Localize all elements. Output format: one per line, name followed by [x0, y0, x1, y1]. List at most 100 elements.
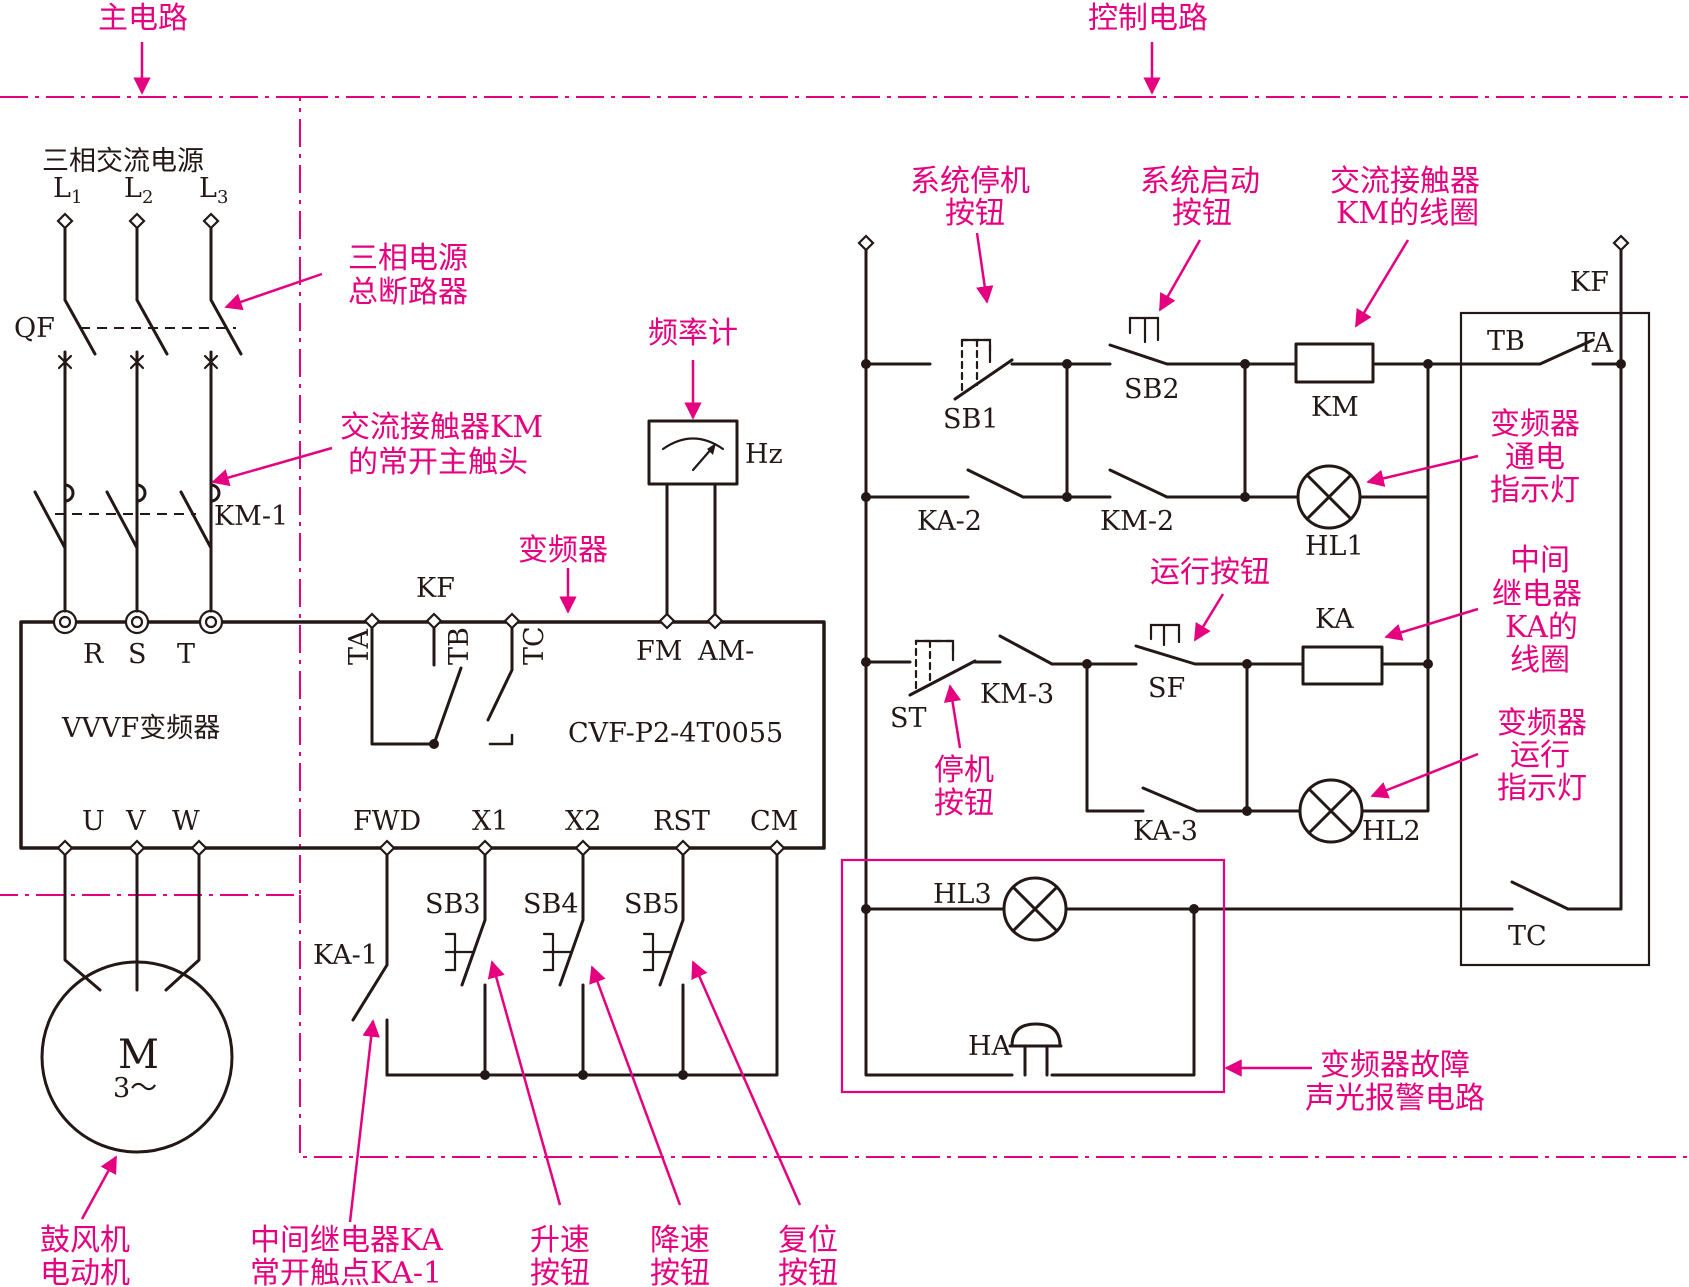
svg-text:W: W	[172, 806, 200, 837]
svg-text:AM-: AM-	[697, 636, 754, 667]
km-label: KM	[1311, 392, 1359, 423]
inverter-model: CVF-P2-4T0055	[568, 718, 783, 749]
tc-label: TC	[1508, 921, 1547, 952]
hl3-label: HL3	[933, 879, 992, 910]
ka1-label: KA-1	[313, 940, 378, 971]
note-motor-line1: 鼓风机	[40, 1223, 130, 1258]
note-run-lamp-line3: 指示灯	[1497, 771, 1587, 806]
note-run-lamp-line2: 运行	[1510, 738, 1570, 773]
sb5-label: SB5	[624, 889, 680, 920]
note-alarm-line2: 声光报警电路	[1305, 1081, 1485, 1116]
svg-text:CM: CM	[750, 806, 798, 837]
frequency-meter: Hz 频率计	[647, 316, 783, 616]
note-stop-button-line1: 停机	[934, 753, 994, 788]
note-motor-line2: 电动机	[40, 1256, 130, 1287]
control-kf-label: KF	[1570, 267, 1609, 298]
note-run-lamp-line1: 变频器	[1497, 706, 1587, 741]
tb-label: TB	[1487, 326, 1525, 357]
km3-label: KM-3	[980, 679, 1054, 710]
note-down-line1: 降速	[650, 1223, 710, 1258]
svg-text:FM: FM	[636, 636, 682, 667]
hl2-label: HL2	[1362, 816, 1421, 847]
svg-text:TB: TB	[444, 627, 475, 665]
inverter-relay-kf: KF TA TB TC	[344, 573, 550, 749]
ka3-label: KA-3	[1133, 816, 1198, 847]
note-alarm-line1: 变频器故障	[1320, 1048, 1470, 1083]
power-supply: 三相交流电源 L 1 L 2 L 3 QF	[14, 146, 543, 555]
inverter: R S T VVVF变频器 CVF-P2-4T0055 KF TA TB TC …	[19, 533, 826, 857]
note-start-system-line2: 按钮	[1172, 196, 1232, 231]
ha-label: HA	[968, 1031, 1012, 1062]
svg-text:U: U	[82, 806, 105, 837]
note-power-lamp-line1: 变频器	[1490, 407, 1580, 442]
note-contactor-line2: 的常开主触头	[348, 445, 528, 480]
svg-text:R: R	[83, 639, 104, 670]
note-power-lamp-line2: 通电	[1505, 440, 1565, 475]
note-inverter: 变频器	[518, 533, 608, 568]
note-stop-button-line2: 按钮	[934, 786, 994, 821]
svg-text:X2: X2	[565, 806, 601, 837]
note-km-coil-line1: 交流接触器	[1330, 164, 1480, 199]
row-ka-coil: ST KM-3 SF KA	[861, 495, 1433, 734]
inverter-meter-terminals: FM AM-	[636, 612, 754, 667]
svg-text:S: S	[128, 639, 147, 670]
svg-text:RST: RST	[653, 806, 710, 837]
kf-relay-frame: KF TB TA TC	[1192, 267, 1651, 967]
svg-text:2: 2	[142, 187, 153, 208]
phase-l3-label: L	[199, 173, 217, 204]
ka2-label: KA-2	[917, 506, 982, 537]
control-circuit-label: 控制电路	[1088, 1, 1208, 36]
note-ka1-line2: 常开触点KA-1	[250, 1256, 442, 1287]
st-label: ST	[890, 703, 927, 734]
svg-text:X1: X1	[472, 806, 508, 837]
svg-text:1: 1	[71, 187, 82, 208]
ta-label: TA	[1577, 328, 1614, 359]
motor-phases: 3～	[113, 1073, 157, 1104]
inverter-name: VVVF变频器	[61, 713, 220, 744]
note-run-button: 运行按钮	[1150, 555, 1270, 590]
phase-l1-label: L	[53, 173, 71, 204]
note-breaker-line1: 三相电源	[348, 241, 468, 276]
breaker-qf: QF	[14, 212, 243, 555]
row-hl1: KA-2 KM-2 HL1	[861, 362, 1430, 562]
control-circuit: SB1 SB2 KM KA-2 KM-2 HL1	[840, 164, 1651, 1116]
alarm-circuit: HL3 HA	[840, 858, 1226, 1094]
meter-unit: Hz	[745, 439, 783, 470]
motor: M 3～ 鼓风机 电动机	[40, 853, 234, 1287]
note-stop-system-line1: 系统停机	[910, 164, 1030, 199]
note-ka-coil-line2: 继电器	[1492, 577, 1582, 612]
sf-label: SF	[1148, 673, 1185, 704]
note-ka-coil-line1: 中间	[1510, 543, 1570, 578]
note-start-system-line1: 系统启动	[1140, 164, 1260, 199]
note-power-lamp-line3: 指示灯	[1490, 473, 1580, 508]
svg-text:T: T	[177, 639, 195, 670]
qf-label: QF	[14, 313, 55, 344]
sb3-label: SB3	[425, 889, 481, 920]
note-ka1-line1: 中间继电器KA	[250, 1223, 443, 1258]
ka-coil-label: KA	[1315, 604, 1354, 635]
sb4-label: SB4	[523, 889, 579, 920]
km1-label: KM-1	[214, 501, 288, 532]
phase-l2-label: L	[124, 173, 142, 204]
control-inputs: KA-1 SB3 SB4 SB5 中间继电器KA 常开触点KA-1 升速 按钮 …	[250, 853, 838, 1287]
motor-symbol: M	[118, 1032, 159, 1078]
hl1-label: HL1	[1305, 531, 1364, 562]
sb2-label: SB2	[1124, 374, 1180, 405]
note-meter: 频率计	[648, 316, 738, 351]
row-km-coil: SB1 SB2 KM	[861, 316, 1626, 435]
note-contactor-line1: 交流接触器KM	[340, 410, 543, 445]
svg-text:V: V	[125, 806, 146, 837]
note-up-line1: 升速	[530, 1223, 590, 1258]
inverter-output-terminals: U V W	[56, 806, 208, 857]
note-stop-system-line2: 按钮	[945, 196, 1005, 231]
inverter-input-terminals: R S T	[52, 551, 224, 670]
note-up-line2: 按钮	[530, 1256, 590, 1287]
contactor-km1-main-contacts: KM-1	[33, 483, 288, 550]
note-ka-coil-line4: 线圈	[1510, 643, 1570, 678]
section-frames: 主电路 控制电路	[0, 1, 1688, 1158]
note-km-coil-line2: KM的线圈	[1336, 196, 1479, 231]
note-ka-coil-line3: KA的	[1505, 610, 1578, 645]
kf-label: KF	[416, 573, 455, 604]
power-title: 三相交流电源	[42, 146, 204, 177]
